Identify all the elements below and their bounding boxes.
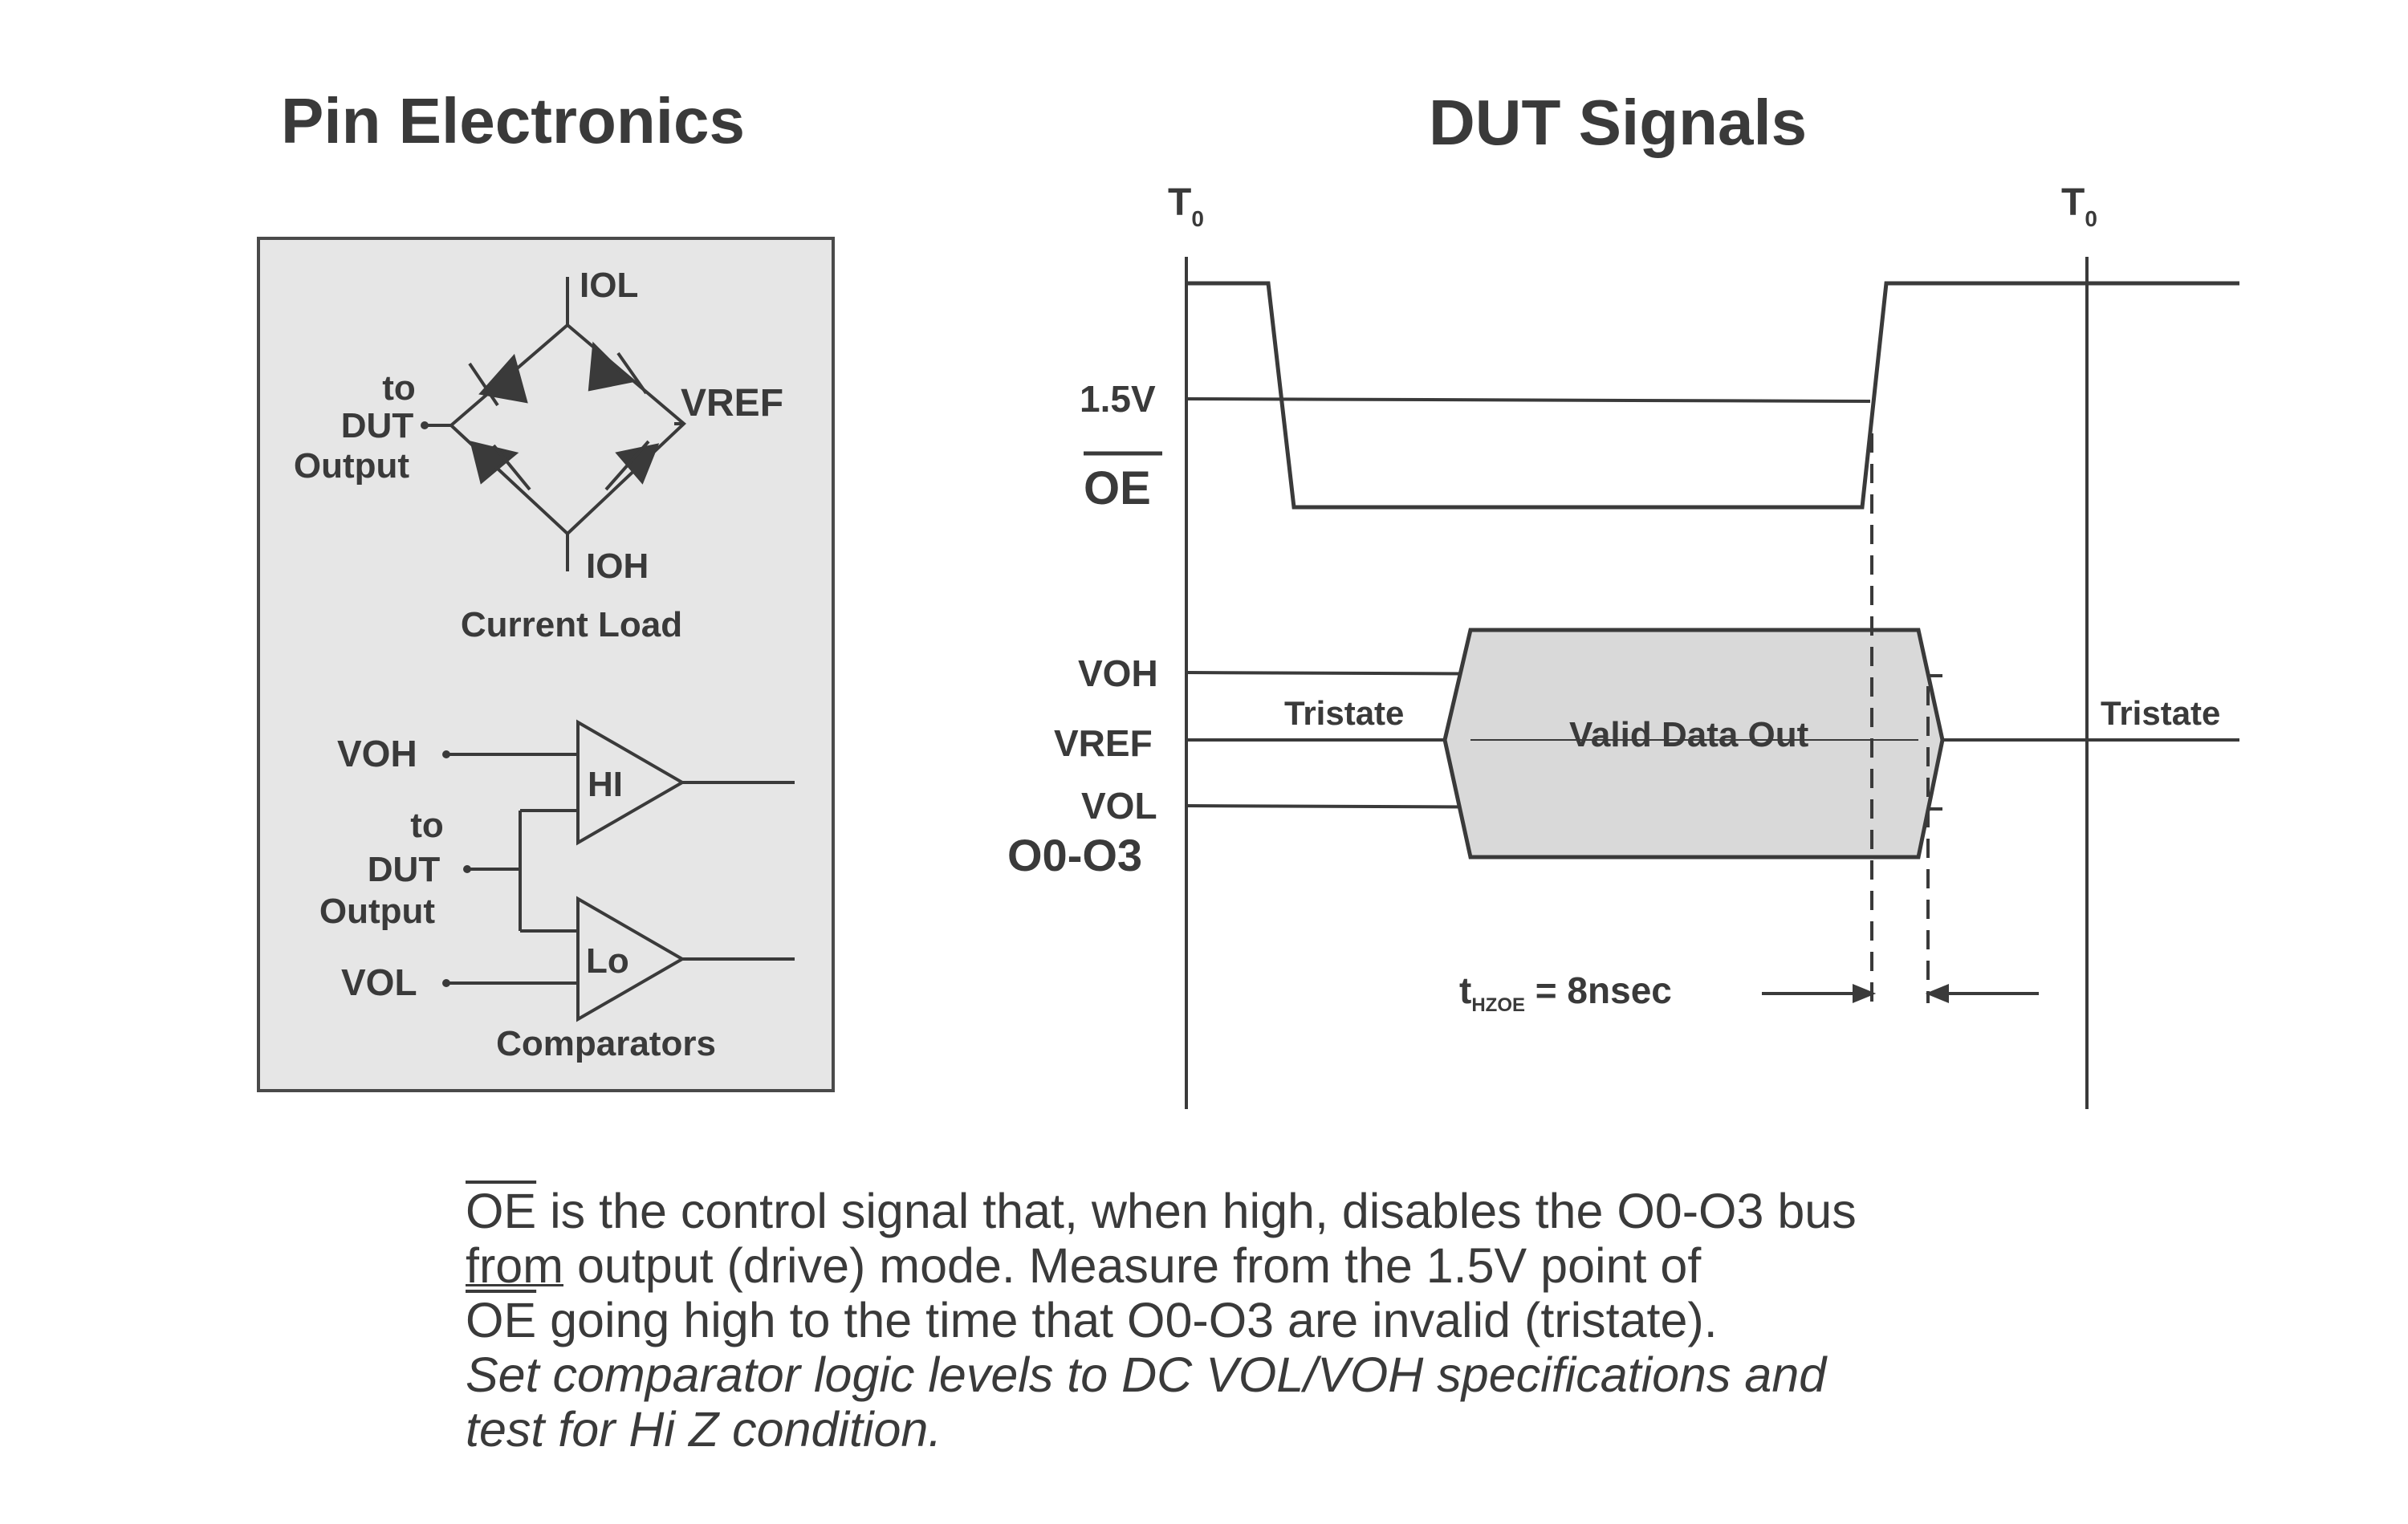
comp-voh-label: VOH — [337, 733, 417, 774]
lo-label: Lo — [586, 941, 629, 981]
voh-level-label: VOH — [1078, 652, 1158, 694]
caption-line-1: OE is the control signal that, when high… — [466, 1184, 2231, 1238]
title-pin-electronics: Pin Electronics — [281, 85, 745, 156]
caption-oe-3: OE — [466, 1293, 537, 1347]
bus-label: O0-O3 — [1007, 830, 1142, 880]
caption-from: from — [466, 1238, 563, 1293]
vref-label: VREF — [681, 382, 783, 425]
load-output-label: Output — [294, 446, 410, 486]
comp-to-label: to — [410, 806, 444, 845]
caption: OE is the control signal that, when high… — [466, 1184, 2231, 1457]
valid-data-region — [1442, 628, 1945, 860]
comp-dut-label: DUT — [368, 850, 441, 889]
comparator-lo — [576, 896, 686, 1022]
hi-label: HI — [588, 765, 623, 804]
tristate-right-label: Tristate — [2101, 694, 2220, 732]
t0-label: T0 — [1168, 181, 1204, 231]
iol-label: IOL — [580, 266, 638, 305]
pin-electronics-panel — [257, 237, 835, 1092]
comp-output-label: Output — [319, 892, 436, 931]
oe-signal-label: OE — [1084, 462, 1151, 514]
caption-line-1-text: is the control signal that, when high, d… — [536, 1184, 1857, 1238]
comparator-wiring — [449, 753, 795, 985]
tristate-left-label: Tristate — [1284, 694, 1404, 732]
title-dut-signals: DUT Signals — [1429, 87, 1807, 158]
load-dut-label: DUT — [341, 406, 414, 445]
oe-waveform — [1186, 281, 2239, 510]
valid-data-label: Valid Data Out — [1569, 715, 1809, 754]
caption-line-4: Set comparator logic levels to DC VOL/VO… — [466, 1347, 1827, 1402]
current-load-label: Current Load — [461, 605, 682, 644]
t1-label: T0 — [2061, 181, 2097, 231]
ioh-label: IOH — [586, 547, 649, 586]
caption-line-3: OE going high to the time that O0-O3 are… — [466, 1293, 2231, 1347]
load-to-label: to — [382, 368, 416, 408]
caption-line-2-text: output (drive) mode. Measure from the 1.… — [563, 1238, 1702, 1293]
measurement-markers — [1870, 433, 1930, 1003]
v15-label: 1.5V — [1080, 378, 1156, 420]
comp-vol-label: VOL — [341, 961, 417, 1003]
caption-line-3-text: going high to the time that O0-O3 are in… — [536, 1293, 1718, 1347]
threshold-1-5v-line — [1186, 397, 1871, 403]
vol-level-label: VOL — [1081, 785, 1157, 827]
comparator-hi — [576, 719, 686, 846]
thzoe-label: tHZOE = 8nsec — [1459, 969, 1672, 1016]
vref-level-label: VREF — [1054, 722, 1153, 764]
comparators-label: Comparators — [496, 1024, 716, 1063]
caption-line-2: from output (drive) mode. Measure from t… — [466, 1238, 2231, 1293]
measurement-arrows — [1762, 984, 2039, 1003]
diode-bridge — [425, 277, 686, 571]
caption-oe-1: OE — [466, 1184, 537, 1238]
caption-line-5: test for Hi Z condition. — [466, 1402, 942, 1457]
